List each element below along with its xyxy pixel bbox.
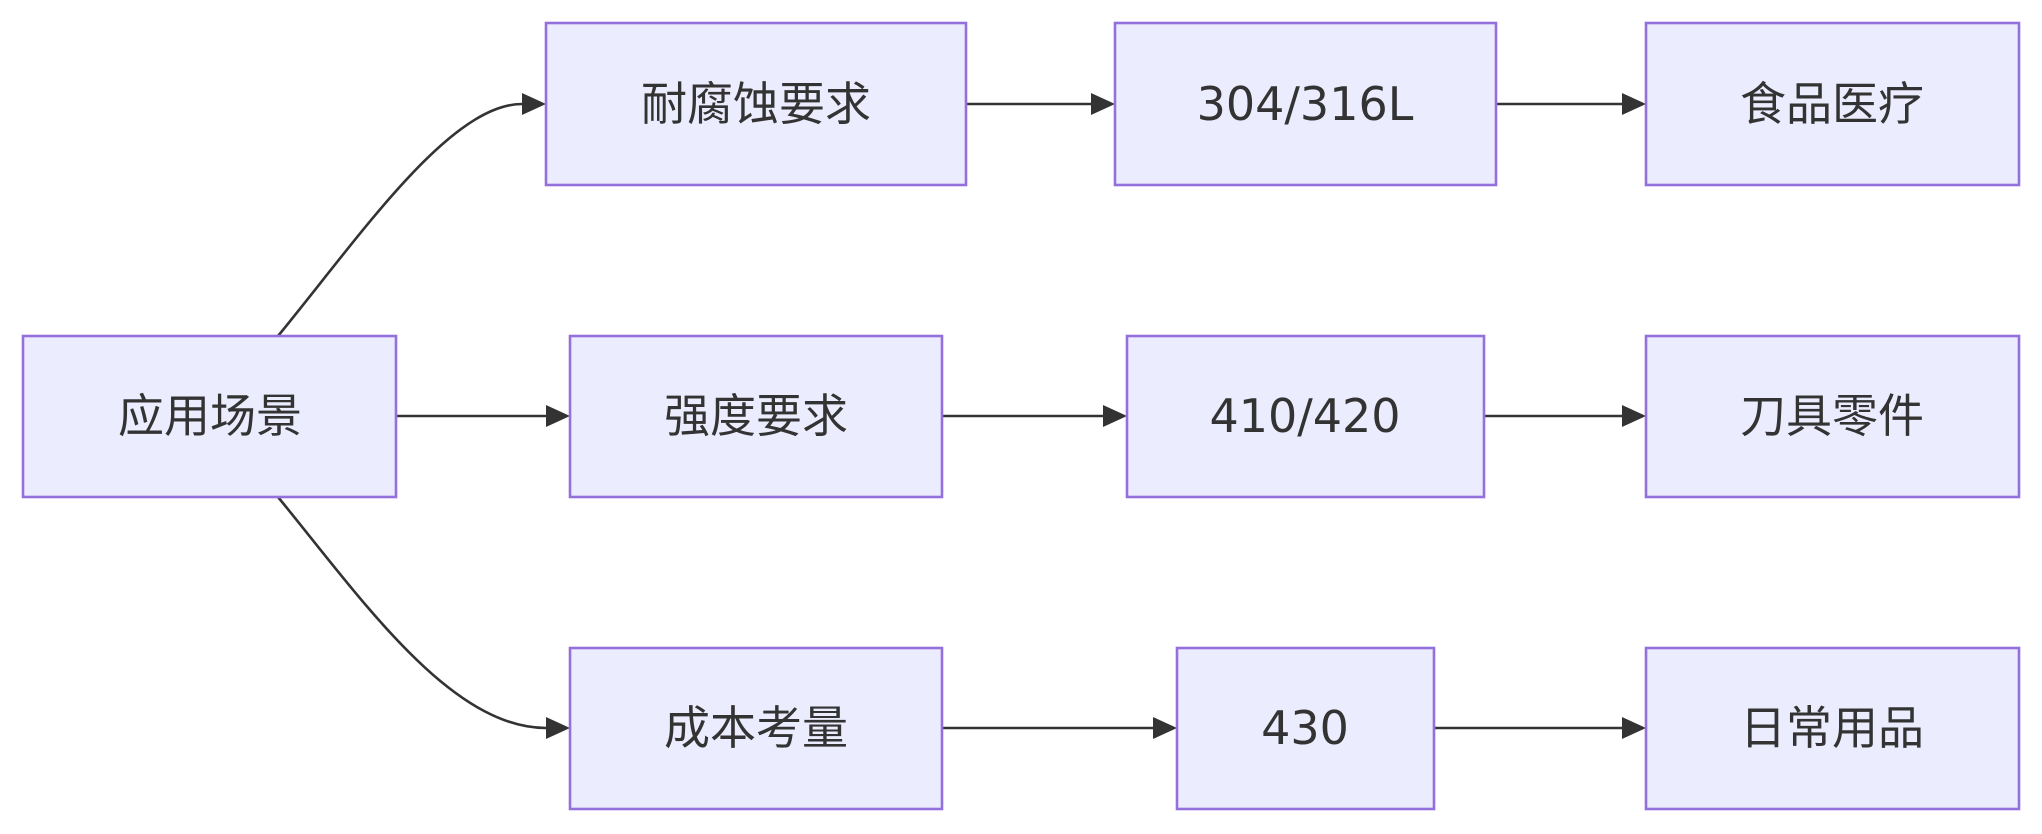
arrowhead-food: [1622, 93, 1646, 115]
node-grade-430[interactable]: 430: [1175, 646, 1436, 811]
node-label: 410/420: [1209, 389, 1400, 443]
node-label: 耐腐蚀要求: [641, 77, 871, 131]
node-corrosion-requirement[interactable]: 耐腐蚀要求: [544, 21, 968, 187]
arrowhead-cost: [546, 717, 570, 739]
node-grade-304-316l[interactable]: 304/316L: [1113, 21, 1498, 187]
arrowhead-410: [1103, 405, 1127, 427]
node-label: 食品医疗: [1740, 77, 1924, 131]
node-grade-410-420[interactable]: 410/420: [1125, 334, 1486, 499]
node-food-medical[interactable]: 食品医疗: [1644, 21, 2021, 187]
node-label: 430: [1261, 701, 1349, 755]
edges: [276, 93, 1646, 739]
edge-root-to-corrosion: [276, 102, 523, 337]
arrowhead-304: [1091, 93, 1115, 115]
node-label: 刀具零件: [1740, 389, 1924, 443]
edge-root-to-cost: [276, 496, 547, 730]
node-label: 强度要求: [664, 389, 848, 443]
node-label: 304/316L: [1197, 77, 1414, 131]
arrowhead-430: [1153, 717, 1177, 739]
node-cost-consideration[interactable]: 成本考量: [568, 646, 944, 811]
arrowhead-tools: [1622, 405, 1646, 427]
node-strength-requirement[interactable]: 强度要求: [568, 334, 944, 499]
node-label: 日常用品: [1740, 701, 1924, 755]
node-tool-parts[interactable]: 刀具零件: [1644, 334, 2021, 499]
node-application-scenario[interactable]: 应用场景: [21, 334, 398, 499]
node-daily-goods[interactable]: 日常用品: [1644, 646, 2021, 811]
node-label: 成本考量: [664, 701, 848, 755]
nodes: 应用场景 耐腐蚀要求 强度要求 成本考量 304/316L 410/420 43…: [21, 21, 2021, 811]
arrowhead-corrosion: [522, 93, 546, 115]
arrowhead-strength: [546, 405, 570, 427]
node-label: 应用场景: [118, 389, 302, 443]
arrowhead-daily: [1622, 717, 1646, 739]
